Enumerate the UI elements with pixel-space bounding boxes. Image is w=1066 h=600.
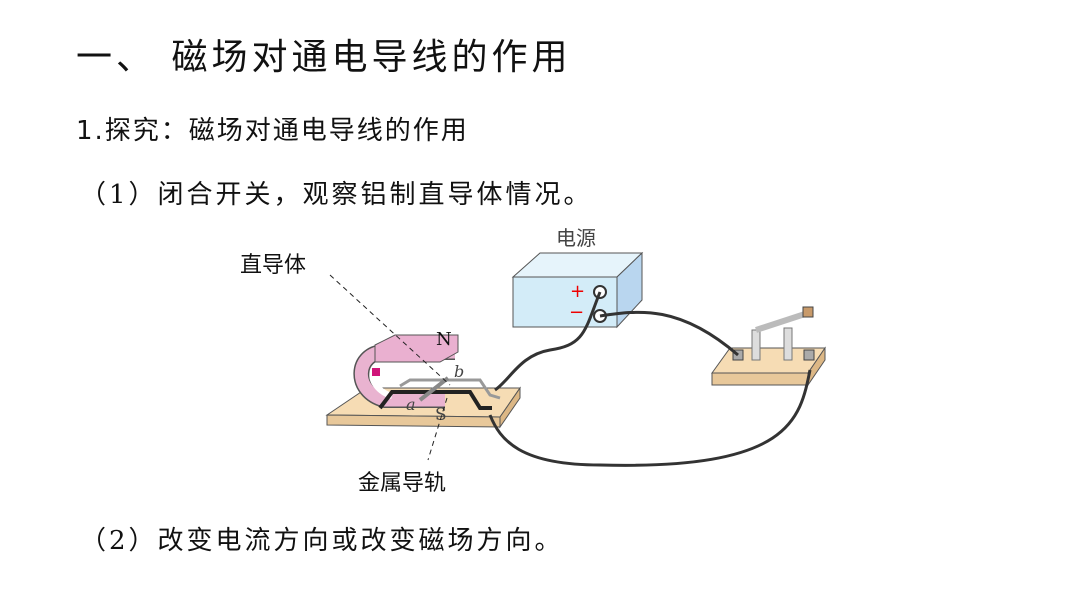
straight-conductor bbox=[418, 376, 450, 402]
power-supply: + − bbox=[511, 251, 644, 329]
rail-leader-line bbox=[427, 397, 448, 461]
end-a-label: a bbox=[406, 395, 416, 414]
metal-rails bbox=[378, 378, 501, 410]
wires bbox=[488, 291, 812, 467]
south-pole-label: S bbox=[435, 405, 447, 425]
rail-label: 金属导轨 bbox=[358, 471, 446, 496]
horseshoe-magnet bbox=[353, 334, 459, 408]
end-b-label: b bbox=[454, 362, 464, 381]
step-2-text: （2）改变电流方向或改变磁场方向。 bbox=[80, 526, 564, 556]
section-heading: 1.探究：磁场对通电导线的作用 bbox=[76, 116, 469, 146]
power-supply-label: 电源 bbox=[556, 226, 596, 250]
north-pole-label: N bbox=[436, 329, 452, 350]
minus-sign: − bbox=[569, 302, 584, 323]
conductor-leader-line bbox=[329, 274, 451, 386]
knife-switch bbox=[711, 306, 826, 387]
step-1-text: （1）闭合开关，观察铝制直导体情况。 bbox=[80, 180, 593, 210]
slide-title: 一、 磁场对通电导线的作用 bbox=[76, 37, 572, 78]
plus-sign: + bbox=[570, 281, 585, 302]
conductor-label: 直导体 bbox=[240, 253, 306, 278]
